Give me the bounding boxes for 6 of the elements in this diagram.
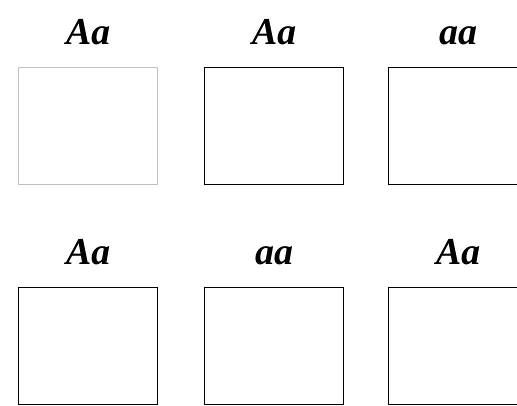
genotype-label: aa [439, 12, 477, 52]
genotype-label: Aa [436, 232, 480, 272]
genotype-label: aa [255, 232, 293, 272]
genotype-label: Aa [252, 12, 296, 52]
genotype-label: Aa [66, 232, 110, 272]
genotype-label: Aa [66, 12, 110, 52]
